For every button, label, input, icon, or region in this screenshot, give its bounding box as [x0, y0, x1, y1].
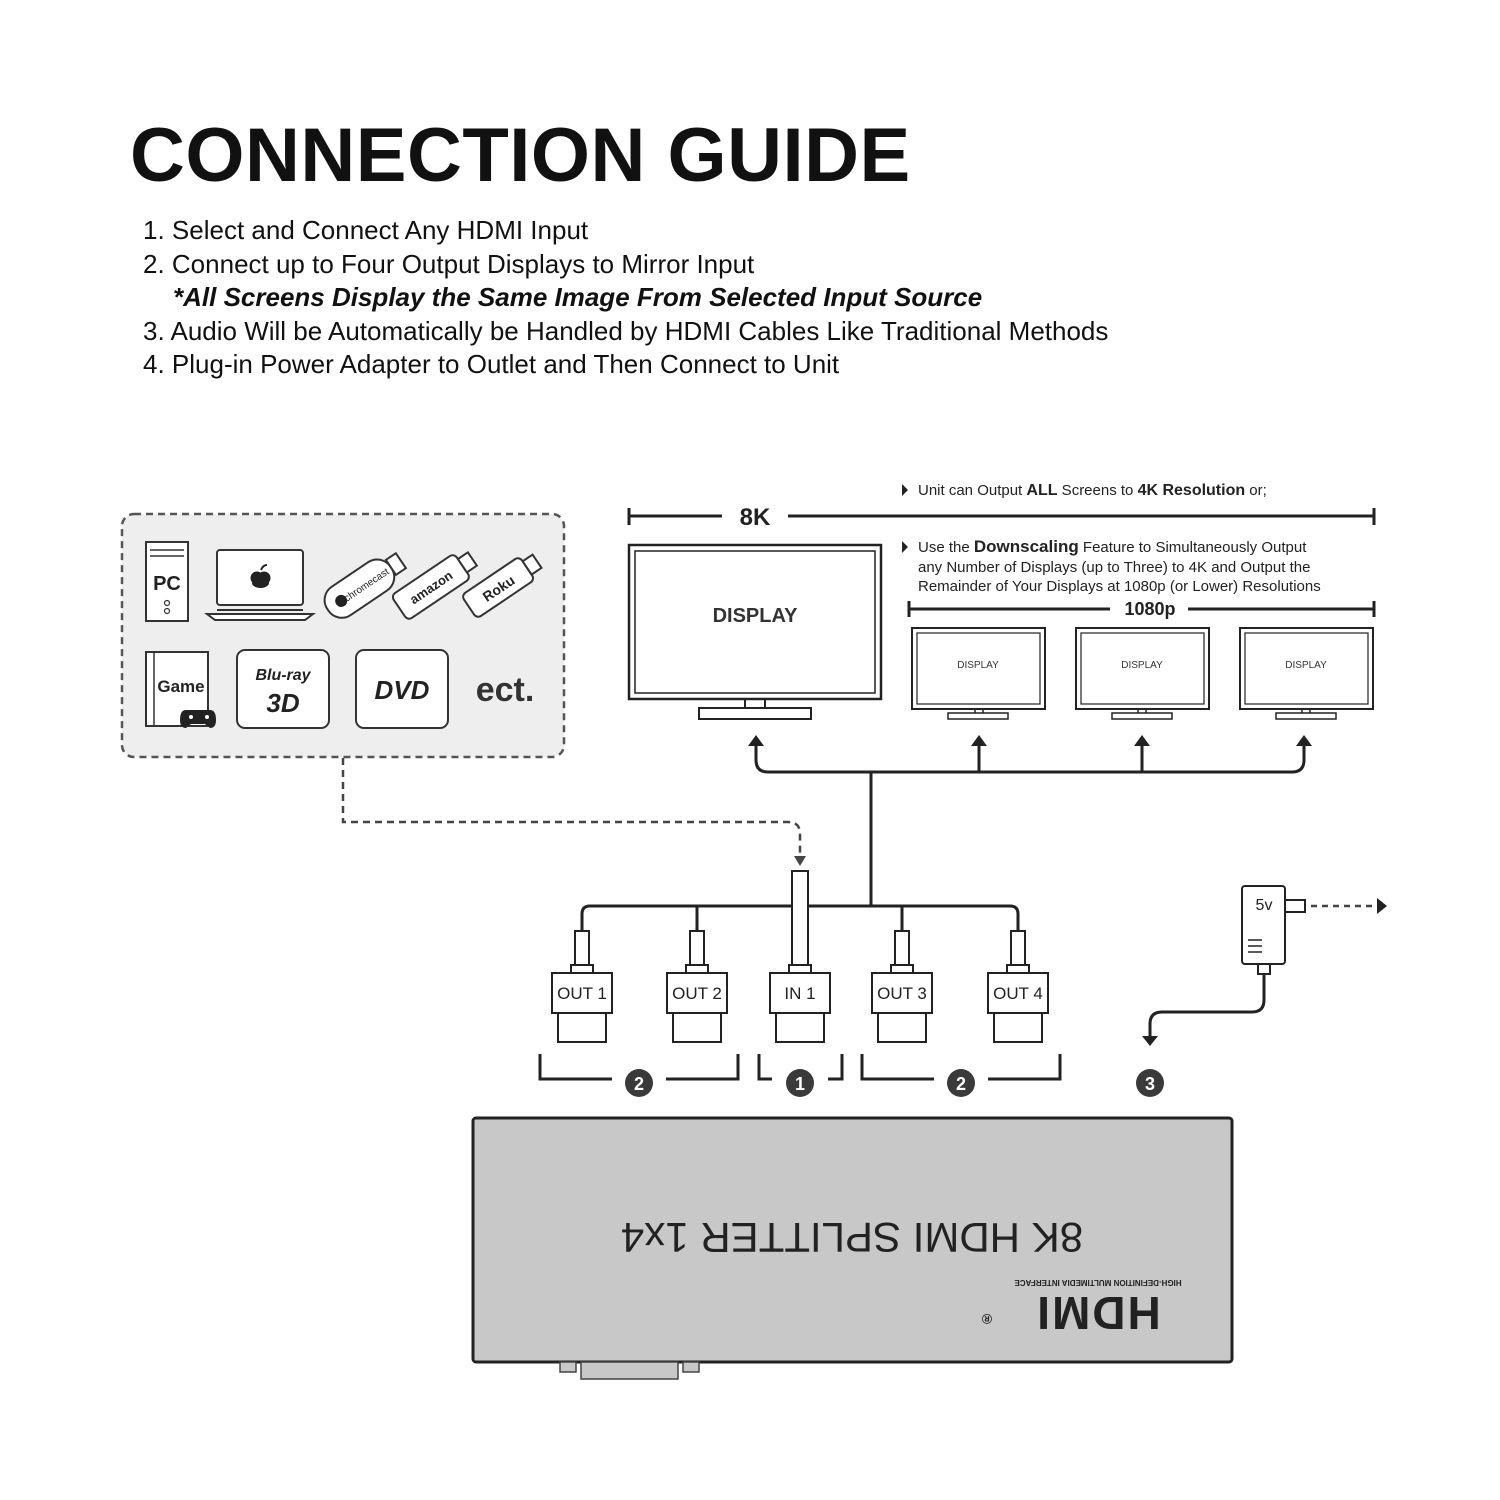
port-label: OUT 3	[877, 984, 927, 1003]
bullet-icon	[902, 541, 908, 553]
8k-span	[627, 508, 1376, 525]
marker-label: 2	[956, 1074, 966, 1094]
main-display: DISPLAY	[627, 543, 883, 720]
port-out-3: OUT 3	[871, 930, 933, 1043]
output-distribution-lines	[754, 744, 1306, 906]
8k-label: 8K	[740, 504, 771, 531]
small-display-label: DISPLAY	[1285, 660, 1327, 671]
bluray-3d-label: 3D	[266, 688, 299, 718]
port-label: OUT 4	[993, 984, 1043, 1003]
marker-label: 3	[1145, 1074, 1155, 1094]
unit-name: 8K HDMI SPLITTER 1x4	[621, 1214, 1083, 1261]
step-2-note: *All Screens Display the Same Image From…	[173, 282, 983, 312]
source-devices-panel: PC chromecast amazon	[120, 512, 566, 759]
port-out-1: OUT 1	[551, 930, 613, 1043]
pc-icon: PC	[145, 541, 189, 622]
power-arrow-icon	[1142, 1036, 1158, 1046]
step-4: 4. Plug-in Power Adapter to Outlet and T…	[143, 349, 840, 379]
bluray-label: Blu-ray	[255, 667, 311, 684]
port-label: OUT 2	[672, 984, 722, 1003]
game-label: Game	[157, 677, 204, 696]
gamepad-icon	[180, 710, 216, 728]
power-adapter-icon: 5v	[1241, 885, 1306, 975]
port-label: OUT 1	[557, 984, 607, 1003]
small-display-label: DISPLAY	[957, 660, 999, 671]
laptop-icon	[204, 549, 316, 621]
note-downscale-3: Remainder of Your Displays at 1080p (or …	[918, 578, 1321, 595]
arrow-up-icon	[971, 735, 987, 746]
1080p-label: 1080p	[1124, 599, 1175, 619]
instruction-list: 1. Select and Connect Any HDMI Input 2. …	[143, 214, 1108, 382]
voltage-label: 5v	[1256, 897, 1273, 914]
arrow-up-icon	[748, 735, 764, 746]
marker-label: 1	[795, 1074, 805, 1094]
pc-label: PC	[153, 573, 181, 595]
small-display-1: DISPLAY	[911, 627, 1046, 720]
etc-label: ect.	[476, 671, 535, 709]
apple-logo-icon	[250, 564, 271, 588]
bluray-3d-icon: Blu-ray 3D	[236, 649, 330, 729]
dvd-label: DVD	[375, 675, 430, 705]
registered-mark-icon: ®	[981, 1311, 992, 1327]
step-brackets	[538, 1054, 1062, 1081]
hdmi-logo-text: HDMI	[1035, 1287, 1161, 1339]
main-display-label: DISPLAY	[713, 605, 799, 627]
source-to-input-line	[341, 758, 802, 858]
port-out-2: OUT 2	[666, 930, 728, 1043]
port-label: IN 1	[784, 984, 815, 1003]
step-3: 3. Audio Will be Automatically be Handle…	[143, 315, 1109, 346]
resolution-notes: Unit can Output ALL Screens to 4K Resolu…	[902, 482, 1321, 595]
port-in-1: IN 1	[769, 870, 831, 1043]
note-downscale-2: any Number of Displays (up to Three) to …	[918, 559, 1310, 576]
step-marker-2a: 2	[625, 1069, 653, 1097]
game-console-icon: Game	[145, 651, 216, 728]
source-arrow-icon	[794, 856, 806, 866]
step-2: 2. Connect up to Four Output Displays to…	[143, 248, 755, 279]
page-title: CONNECTION GUIDE	[130, 113, 911, 198]
bullet-icon	[902, 484, 908, 496]
hdmi-logo-icon: HDMI HIGH-DEFINITION MULTIMEDIA INTERFAC…	[981, 1278, 1181, 1339]
note-downscale-1: Use the Downscaling Feature to Simultane…	[918, 537, 1307, 556]
1080p-span	[907, 601, 1376, 617]
step-marker-2b: 2	[947, 1069, 975, 1097]
step-marker-3: 3	[1136, 1069, 1164, 1097]
dvd-icon: DVD	[355, 649, 449, 729]
outlet-arrow-icon	[1377, 898, 1387, 914]
hdmi-tagline: HIGH-DEFINITION MULTIMEDIA INTERFACE	[1014, 1278, 1182, 1287]
small-display-label: DISPLAY	[1121, 660, 1163, 671]
splitter-unit: 8K HDMI SPLITTER 1x4 HDMI HIGH-DEFINITIO…	[471, 1116, 1234, 1380]
display-arrows	[748, 735, 1312, 746]
step-1: 1. Select and Connect Any HDMI Input	[143, 215, 589, 245]
marker-label: 2	[634, 1074, 644, 1094]
arrow-up-icon	[1296, 735, 1312, 746]
port-out-4: OUT 4	[987, 930, 1049, 1043]
step-marker-1: 1	[786, 1069, 814, 1097]
small-display-3: DISPLAY	[1239, 627, 1374, 720]
arrow-up-icon	[1134, 735, 1150, 746]
power-cable	[1148, 974, 1266, 1036]
note-output-all: Unit can Output ALL Screens to 4K Resolu…	[918, 482, 1267, 499]
small-display-2: DISPLAY	[1075, 627, 1210, 720]
